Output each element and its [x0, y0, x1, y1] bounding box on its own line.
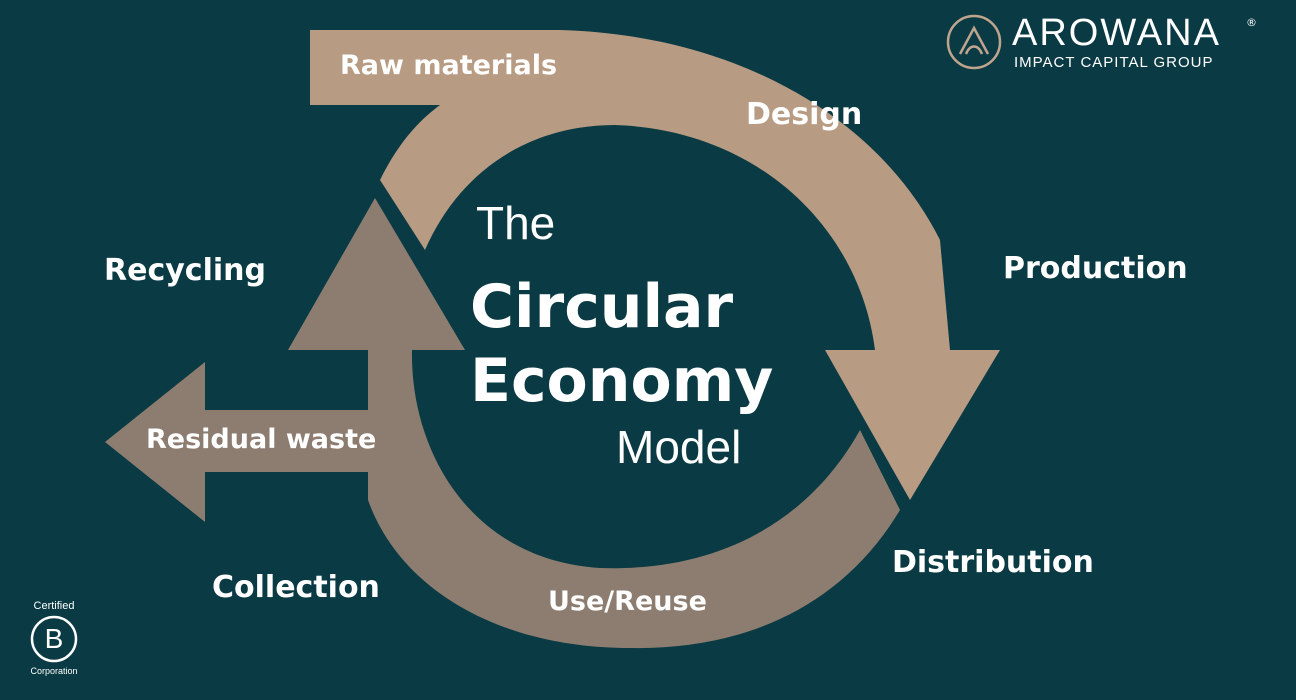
stage-use-reuse: Use/Reuse	[548, 586, 707, 617]
upper-arc-arrow	[310, 30, 1000, 500]
b-corp-letter: B	[45, 623, 64, 654]
b-corp-certified-text: Certified	[33, 600, 75, 612]
b-corp-certification: Certified B Corporation	[22, 600, 86, 696]
lower-arc-arrow	[288, 198, 900, 649]
title-the: The	[476, 197, 556, 249]
residual-waste-arrow	[105, 362, 372, 522]
stage-residual-waste: Residual waste	[146, 424, 377, 455]
logo-subtitle: IMPACT CAPITAL GROUP	[1014, 54, 1214, 71]
logo-brand-name: AROWANA	[1012, 12, 1221, 54]
arowana-logo: AROWANA ® IMPACT CAPITAL GROUP	[946, 12, 1266, 74]
b-corp-corporation-text: Corporation	[30, 666, 78, 676]
stage-distribution: Distribution	[892, 545, 1094, 580]
stage-design: Design	[746, 97, 863, 132]
title-circular: Circular	[470, 272, 734, 342]
b-corp-mark-icon: B	[30, 615, 78, 663]
stage-production: Production	[1003, 251, 1188, 286]
stage-collection: Collection	[212, 570, 380, 605]
stage-raw-materials: Raw materials	[340, 50, 558, 81]
title-model: Model	[616, 421, 742, 473]
title-economy: Economy	[470, 346, 774, 416]
logo-registered-mark: ®	[1246, 16, 1257, 29]
stage-recycling: Recycling	[104, 253, 266, 288]
arowana-emblem-icon	[946, 14, 1002, 70]
